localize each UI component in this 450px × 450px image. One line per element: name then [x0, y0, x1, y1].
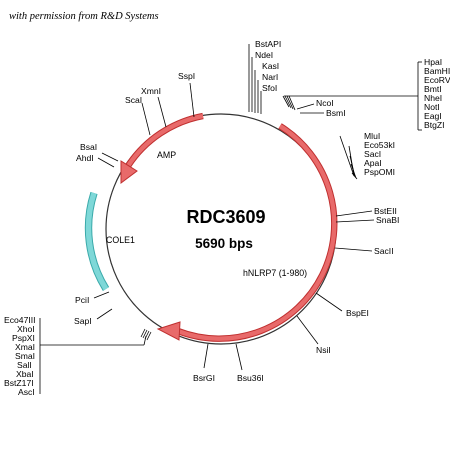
site-sspi[interactable]: SspI — [178, 71, 195, 81]
site-bmti[interactable]: BmtI — [424, 84, 442, 94]
site-xhoi[interactable]: XhoI — [17, 324, 35, 334]
feature-arc-hnlrp7-fill — [177, 124, 337, 341]
site-apai[interactable]: ApaI — [364, 158, 382, 168]
plasmid-name: RDC3609 — [186, 207, 265, 227]
site-bsu36i[interactable]: Bsu36I — [237, 373, 264, 383]
site-ecorv[interactable]: EcoRV — [424, 75, 450, 85]
site-sacii[interactable]: SacII — [374, 246, 394, 256]
site-smai[interactable]: SmaI — [15, 351, 35, 361]
feature-arc-cole1-fill — [85, 192, 109, 291]
site-nhei[interactable]: NheI — [424, 93, 442, 103]
feature-arc-amp-fill — [126, 113, 204, 168]
site-ahdi[interactable]: AhdI — [76, 153, 94, 163]
site-scai[interactable]: ScaI — [125, 95, 142, 105]
site-eco53ki[interactable]: Eco53kI — [364, 140, 395, 150]
site-pspxi[interactable]: PspXI — [12, 333, 35, 343]
site-bsai[interactable]: BsaI — [80, 142, 97, 152]
site-sali[interactable]: SalI — [17, 360, 32, 370]
site-snabi[interactable]: SnaBI — [376, 215, 399, 225]
feature-arrow-amp — [120, 160, 138, 184]
site-sfoi[interactable]: SfoI — [262, 83, 277, 93]
site-bspei[interactable]: BspEI — [346, 308, 369, 318]
site-pcii[interactable]: PciI — [75, 295, 89, 305]
feature-arc-hnlrp7[interactable] — [176, 123, 338, 342]
feature-arrow-hnlrp7 — [156, 321, 181, 341]
site-xmai[interactable]: XmaI — [15, 342, 35, 352]
site-mlui[interactable]: MluI — [364, 131, 380, 141]
site-saci[interactable]: SacI — [364, 149, 381, 159]
site-ndei[interactable]: NdeI — [255, 50, 273, 60]
site-nsii[interactable]: NsiI — [316, 345, 331, 355]
site-bsmi[interactable]: BsmI — [326, 108, 346, 118]
site-bsteii[interactable]: BstEII — [374, 206, 397, 216]
credit-text: with permission from R&D Systems — [9, 11, 159, 22]
site-eco47iii[interactable]: Eco47III — [4, 315, 36, 325]
feature-label-amp: AMP — [157, 150, 176, 160]
feature-label-cole1: COLE1 — [106, 235, 135, 245]
site-pspomi[interactable]: PspOMI — [364, 167, 395, 177]
site-ncoi[interactable]: NcoI — [316, 98, 334, 108]
site-btgzi[interactable]: BtgZI — [424, 120, 445, 130]
site-bsrgi[interactable]: BsrGI — [193, 373, 215, 383]
site-asci[interactable]: AscI — [18, 387, 35, 397]
site-nari[interactable]: NarI — [262, 72, 278, 82]
site-sapi[interactable]: SapI — [74, 316, 92, 326]
site-xbai[interactable]: XbaI — [16, 369, 34, 379]
site-bamhi[interactable]: BamHI — [424, 66, 450, 76]
site-eagi[interactable]: EagI — [424, 111, 442, 121]
site-kasi[interactable]: KasI — [262, 61, 279, 71]
site-bstz17i[interactable]: BstZ17I — [4, 378, 34, 388]
plasmid-size: 5690 bps — [195, 236, 253, 251]
feature-label-hnlrp7: hNLRP7 (1-980) — [243, 268, 307, 278]
site-xmni[interactable]: XmnI — [141, 86, 161, 96]
site-bstapi[interactable]: BstAPI — [255, 39, 281, 49]
site-noti[interactable]: NotI — [424, 102, 440, 112]
site-hpai[interactable]: HpaI — [424, 57, 442, 67]
